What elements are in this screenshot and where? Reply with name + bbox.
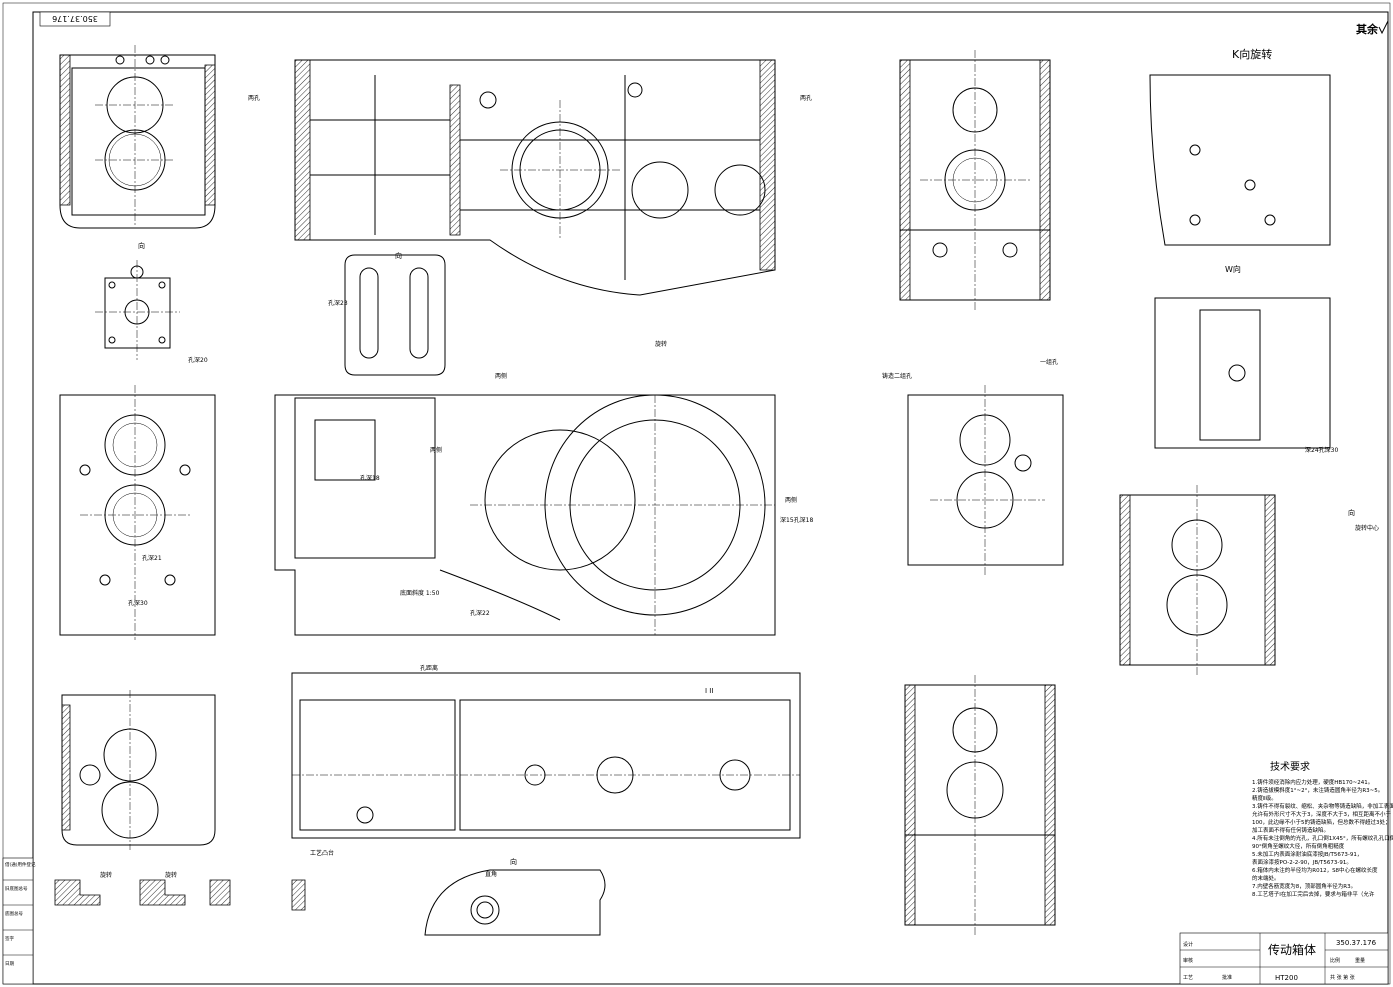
tech-item-7: 4.所有未注倒角的光孔，孔口倒1X45°，所有螺纹孔孔口倒 (1252, 834, 1393, 842)
label-draft-slope: 底面斜度 1:50 (400, 589, 440, 597)
view-bottom-left (61, 690, 216, 850)
label-hole-depth-18: 孔深18 (360, 474, 380, 482)
label-depth-15-hole-18: 深15孔深18 (780, 516, 813, 524)
label-hole-depth-23: 孔深23 (328, 299, 348, 307)
small-profile-views: 旋转 旋转 (54, 871, 306, 911)
title-block-sheet: 共 张 第 张 (1330, 974, 1355, 981)
view-center-front: 底面斜度 1:50 孔深22 孔深18 深15孔深18 两侧 两侧 两侧 旋转 (274, 340, 813, 636)
title-block-drawing-number: 350.37.176 (1336, 939, 1377, 947)
roughness-check-icon (1378, 20, 1389, 35)
label-rotate-1: 旋转 (655, 340, 667, 348)
revision-col-0: 借(通)用件登记 (5, 861, 36, 868)
label-hole-depth-22: 孔深22 (470, 609, 490, 617)
title-block-material: HT200 (1275, 974, 1298, 982)
tech-item-11: 6.箱体内未注的半径均为R012，S8中心在螺纹长度 (1252, 866, 1378, 874)
view-right-end-top (899, 50, 1051, 310)
label-direction-d: 向 (510, 857, 517, 866)
view-small-flange: 向 孔深20 (95, 241, 208, 364)
sheet-inner-border (32, 11, 1389, 985)
label-k-view: K向旋转 (1232, 47, 1272, 61)
label-cast-holes: 铸造二组孔 (882, 372, 912, 380)
tech-item-12: 的末端处。 (1252, 874, 1280, 882)
view-k-rotated: K向旋转 (1149, 47, 1331, 246)
view-left-middle: 孔深21 孔深30 (59, 385, 216, 640)
view-oval-plate: 向 孔深23 (328, 251, 446, 376)
title-block-scale: 比例 (1330, 957, 1340, 964)
label-direction-b: 向 (395, 251, 402, 260)
drawing-number-box-rotated: 350.37.176 (39, 11, 111, 27)
revision-col-2: 底图总号 (5, 910, 23, 917)
revision-column: 借(通)用件登记 旧底图总号 底图总号 签字 日期 (2, 857, 36, 985)
label-both-sides: 两侧 (495, 372, 507, 380)
tech-item-2: 精度Ⅱ级。 (1252, 794, 1277, 802)
title-block-check: 审核 (1183, 957, 1193, 964)
revision-col-1: 旧底图总号 (5, 885, 28, 892)
label-process-boss: 工艺凸台 (310, 849, 334, 857)
label-w-view: W向 (1225, 264, 1241, 274)
label-right-angle: 直角 (485, 870, 497, 878)
tech-item-13: 7.内壁各筋宽度为8，顶部圆角半径为R3。 (1252, 882, 1356, 890)
tech-item-4: 允许有外形尺寸不大于3，深度不大于3，相互距离不小于 (1252, 810, 1392, 818)
revision-col-3: 签字 (5, 935, 14, 942)
remainder-note: 其余 (1356, 20, 1389, 36)
tech-item-5: 100，此边缘不小于5的铸造缺陷，但总数不得超过3处； (1252, 818, 1391, 826)
label-two-holes-3: 两侧 (430, 446, 442, 454)
tech-requirements: 技术要求 1.铸件须经消除内应力处理，硬度HB170~241。 2.铸造拔模斜度… (1252, 760, 1393, 898)
tech-item-3: 3.铸件不得有裂纹、缩松、夹杂物等铸造缺陷，非加工表面 (1252, 802, 1393, 810)
label-rotate-3: 旋转 (165, 871, 177, 879)
tech-item-10: 表面涂漆按PO-2-2-90，JB/T5673-91。 (1252, 858, 1352, 866)
remainder-note-text: 其余 (1356, 22, 1379, 36)
title-block-title: 传动箱体 (1268, 942, 1316, 957)
drawing-number-rotated-text: 350.37.176 (52, 14, 98, 23)
view-bottom-right (904, 675, 1056, 935)
tech-item-6: 加工表面不得有任何铸造缺陷。 (1252, 826, 1329, 834)
label-i-ii: I II (705, 687, 713, 695)
label-direction-a: 向 (138, 241, 145, 250)
view-w: W向 深24孔深30 (1154, 264, 1338, 454)
title-block-design: 设计 (1183, 941, 1193, 948)
tech-item-1: 2.铸造拔模斜度1°~2°，未注铸造圆角半径为R3~5。 (1252, 786, 1383, 794)
label-two-holes-4: 两侧 (785, 496, 797, 504)
tech-item-8: 90°倒角至螺纹大径，所有倒角粗糙度 (1252, 842, 1345, 850)
tech-item-14: 8.工艺塔子I在加工完后去掉，要求与箱非平（允许 (1252, 890, 1375, 898)
label-two-holes-2: 两孔 (800, 94, 812, 102)
view-bottom-boss: 向 直角 (424, 857, 606, 936)
title-block-process: 工艺 (1183, 975, 1193, 981)
label-rotate-2: 旋转 (100, 871, 112, 879)
view-far-right-middle: 向 旋转中心 (1119, 485, 1379, 675)
label-depth-24-hole-30: 深24孔深30 (1305, 446, 1338, 454)
label-hole-distance: 孔距离 (420, 664, 438, 672)
label-direction-c: 向 (1348, 508, 1355, 517)
revision-col-4: 日期 (5, 961, 14, 967)
tech-item-9: 5.未加工内表面涂耐油底漆按JB/T5673-91， (1252, 850, 1362, 858)
label-spin-center: 旋转中心 (1355, 524, 1379, 532)
title-block-weight: 重量 (1355, 957, 1365, 964)
title-block-approve: 批准 (1222, 974, 1232, 981)
label-two-holes-1: 两孔 (248, 94, 260, 102)
title-block: 传动箱体 HT200 350.37.176 设计 审核 工艺 批准 比例 重量 … (1179, 932, 1389, 985)
label-group-holes: 一组孔 (1040, 358, 1058, 366)
label-hole-depth-30: 孔深30 (128, 599, 148, 607)
view-right-middle: 铸造二组孔 一组孔 (882, 358, 1064, 575)
view-left-end (59, 45, 216, 229)
label-hole-depth-21: 孔深21 (142, 554, 162, 562)
label-hole-depth-20: 孔深20 (188, 356, 208, 364)
tech-requirements-heading: 技术要求 (1270, 760, 1310, 773)
view-main-section: 两孔 两孔 (248, 59, 812, 296)
view-bottom-center-plan: 孔距离 工艺凸台 I II (291, 664, 801, 857)
tech-item-0: 1.铸件须经消除内应力处理，硬度HB170~241。 (1252, 778, 1373, 786)
